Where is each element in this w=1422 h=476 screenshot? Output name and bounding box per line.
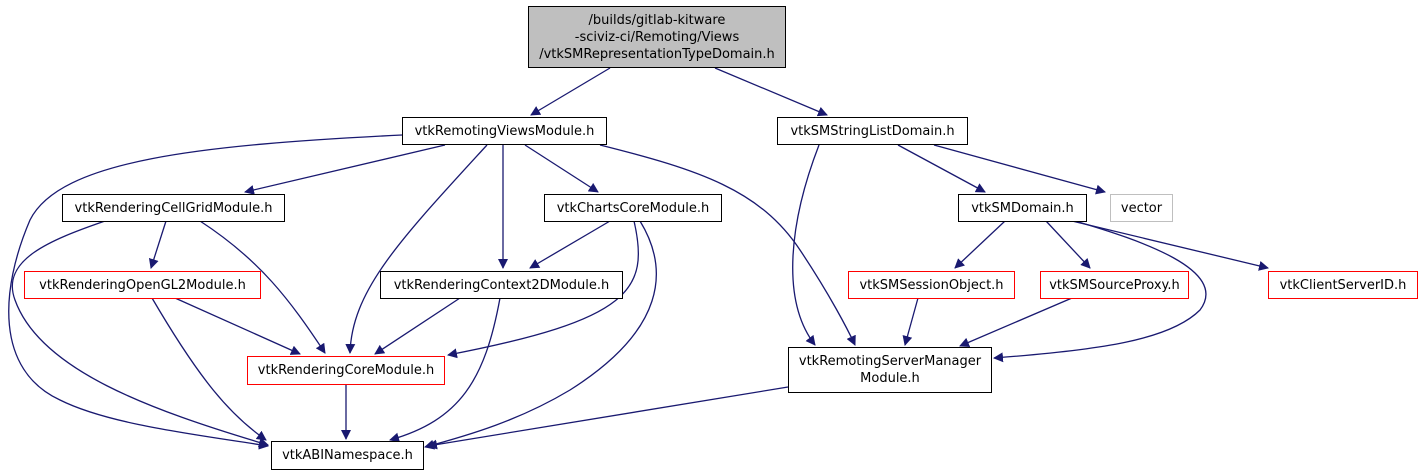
edge-root-to-remoting-views: [530, 67, 611, 116]
node-client-server-id[interactable]: vtkClientServerID.h: [1268, 271, 1418, 299]
edge-sm-domain-to-server-manager: [993, 220, 1207, 363]
edge-remoting-views-to-server-manager: [599, 144, 856, 346]
edge-remoting-views-to-rendering-core: [345, 144, 488, 354]
node-remoting-views-module[interactable]: vtkRemotingViewsModule.h: [402, 117, 607, 145]
edge-cell-grid-to-abi: [11, 220, 269, 448]
edge-sm-string-list-to-sm-domain: [897, 144, 986, 193]
node-sm-session-object[interactable]: vtkSMSessionObject.h: [848, 271, 1015, 299]
edge-root-to-sm-string-list: [714, 67, 828, 117]
edge-sm-string-list-to-server-manager: [792, 144, 820, 346]
node-sm-domain[interactable]: vtkSMDomain.h: [958, 194, 1087, 222]
node-charts-core-module[interactable]: vtkChartsCoreModule.h: [544, 194, 722, 222]
node-root-file: /builds/gitlab-kitware -sciviz-ci/Remoti…: [528, 6, 786, 68]
edge-context2d-to-rendering-core: [374, 297, 461, 355]
edge-charts-core-to-rendering-core: [447, 220, 640, 359]
edge-session-object-to-server-manager: [902, 297, 919, 346]
edge-remoting-views-to-abi: [8, 134, 403, 450]
edge-sm-string-list-to-vector: [933, 144, 1106, 195]
node-vector: vector: [1110, 194, 1173, 222]
node-sm-source-proxy[interactable]: vtkSMSourceProxy.h: [1040, 271, 1189, 299]
edge-remoting-views-to-charts-core: [524, 144, 599, 193]
node-sm-string-list-domain[interactable]: vtkSMStringListDomain.h: [777, 117, 968, 145]
edge-context2d-to-abi: [389, 297, 501, 443]
node-remoting-server-manager-module[interactable]: vtkRemotingServerManager Module.h: [788, 347, 992, 393]
edge-charts-core-to-abi: [424, 220, 657, 450]
node-rendering-cell-grid-module[interactable]: vtkRenderingCellGridModule.h: [62, 194, 285, 222]
edge-cell-grid-to-rendering-core: [199, 220, 326, 354]
edge-sm-domain-to-session-object: [954, 220, 1006, 269]
node-rendering-opengl2-module[interactable]: vtkRenderingOpenGL2Module.h: [24, 271, 261, 299]
edge-opengl2-to-abi: [151, 297, 267, 441]
node-rendering-core-module[interactable]: vtkRenderingCoreModule.h: [247, 356, 445, 385]
edge-source-proxy-to-server-manager: [959, 297, 1073, 348]
edge-charts-core-to-context2d: [529, 220, 611, 269]
edge-cell-grid-to-opengl2: [148, 220, 167, 269]
edge-server-manager-to-abi: [427, 386, 789, 450]
node-rendering-context2d-module[interactable]: vtkRenderingContext2DModule.h: [380, 271, 623, 299]
node-abi-namespace[interactable]: vtkABINamespace.h: [271, 441, 424, 470]
edge-remoting-views-to-cell-grid: [244, 144, 446, 195]
edge-sm-domain-to-client-server-id: [1071, 220, 1269, 271]
edge-sm-domain-to-source-proxy: [1045, 220, 1091, 269]
edge-opengl2-to-rendering-core: [174, 297, 301, 355]
